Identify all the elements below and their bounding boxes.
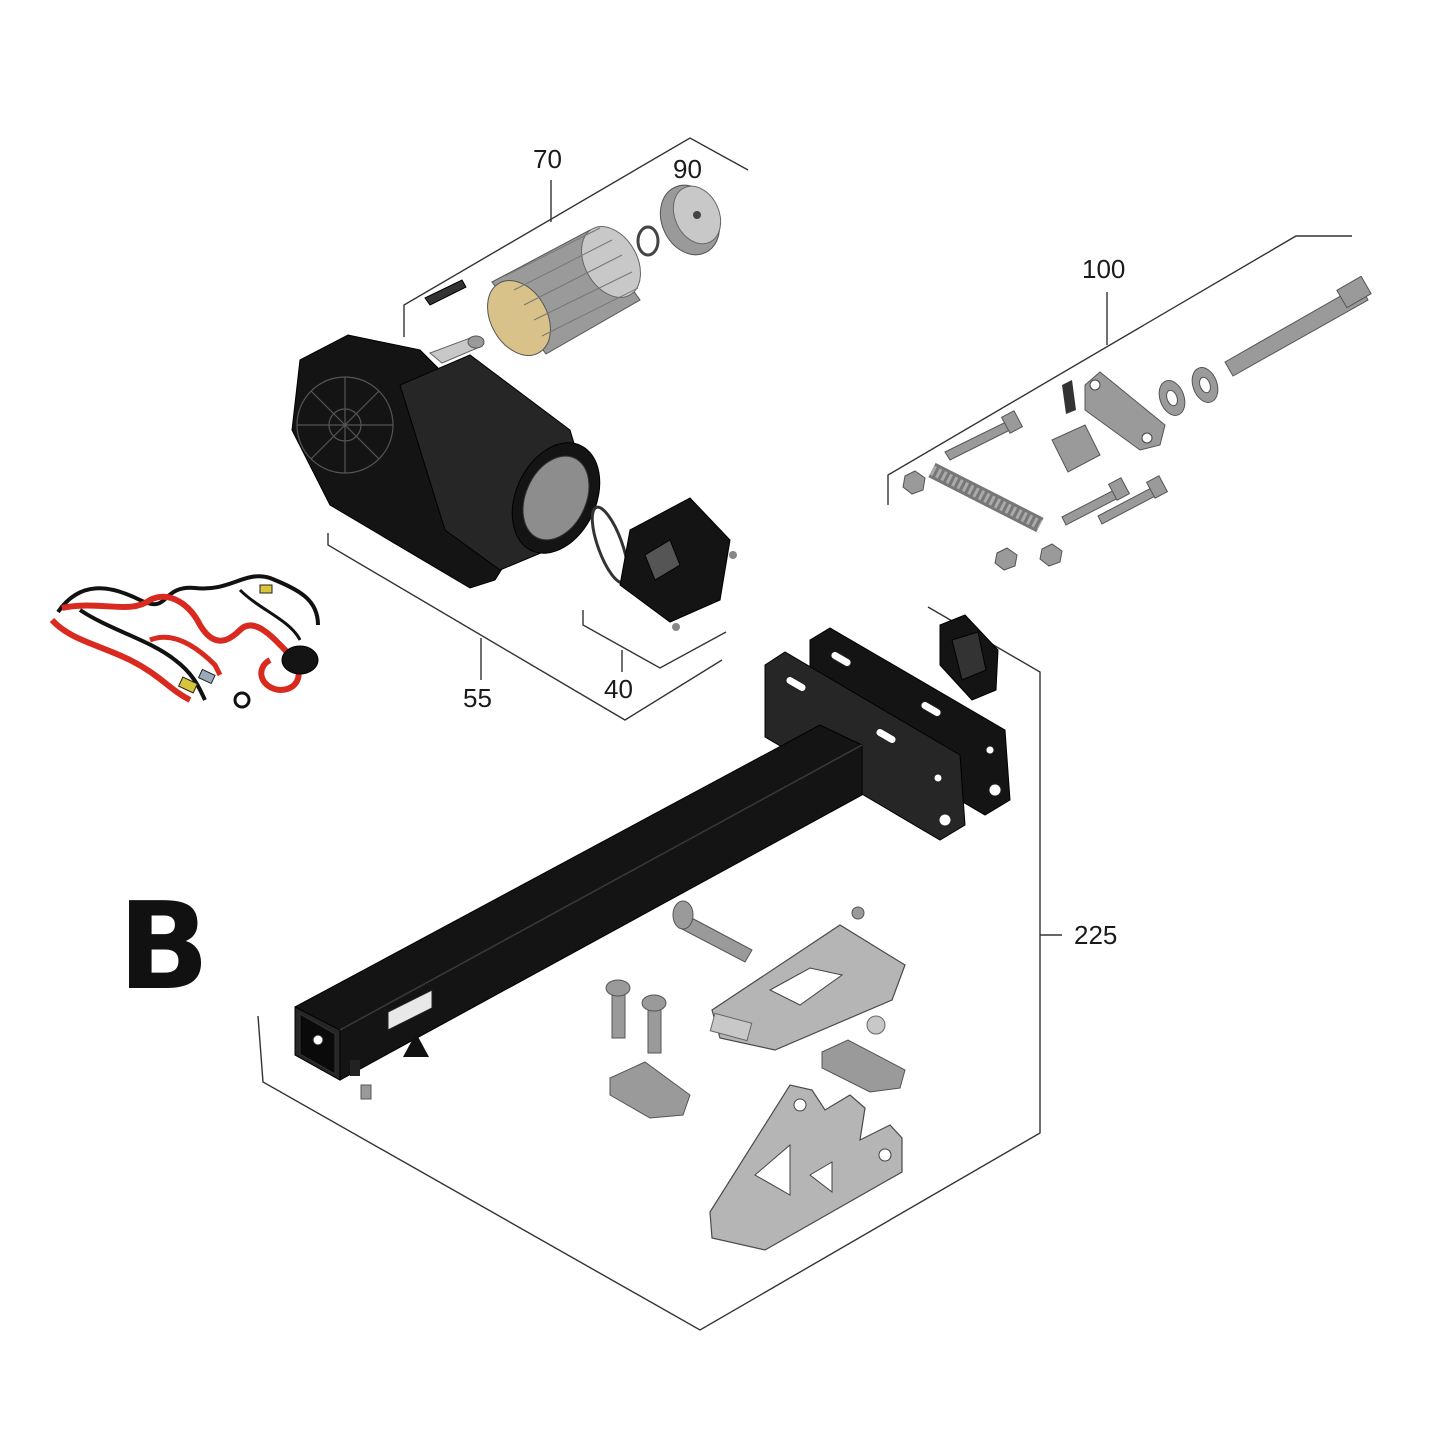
square-tube-arm <box>294 724 863 1100</box>
motor-cover <box>590 497 737 631</box>
spline-pin <box>424 279 467 306</box>
callout-225: 225 <box>1074 920 1117 950</box>
mounting-brackets <box>764 627 1011 841</box>
callout-40: 40 <box>604 674 633 704</box>
spline-shaft-sleeve <box>487 226 641 356</box>
end-cap <box>636 184 722 257</box>
latch-plate <box>709 906 906 1051</box>
support-bracket <box>709 1084 903 1251</box>
linkage-kit <box>902 275 1372 571</box>
callout-70: 70 <box>533 144 562 174</box>
gear-motor <box>291 334 601 589</box>
plastic-cap <box>939 614 999 701</box>
callout-100: 100 <box>1082 254 1125 284</box>
section-letter-b: B <box>118 878 209 1017</box>
clip-blocks <box>609 1039 906 1119</box>
callout-55: 55 <box>463 683 492 713</box>
callout-90: 90 <box>673 154 702 184</box>
bolts <box>605 900 753 1054</box>
leader-lines <box>257 137 1352 1331</box>
cable-harness <box>49 574 320 709</box>
